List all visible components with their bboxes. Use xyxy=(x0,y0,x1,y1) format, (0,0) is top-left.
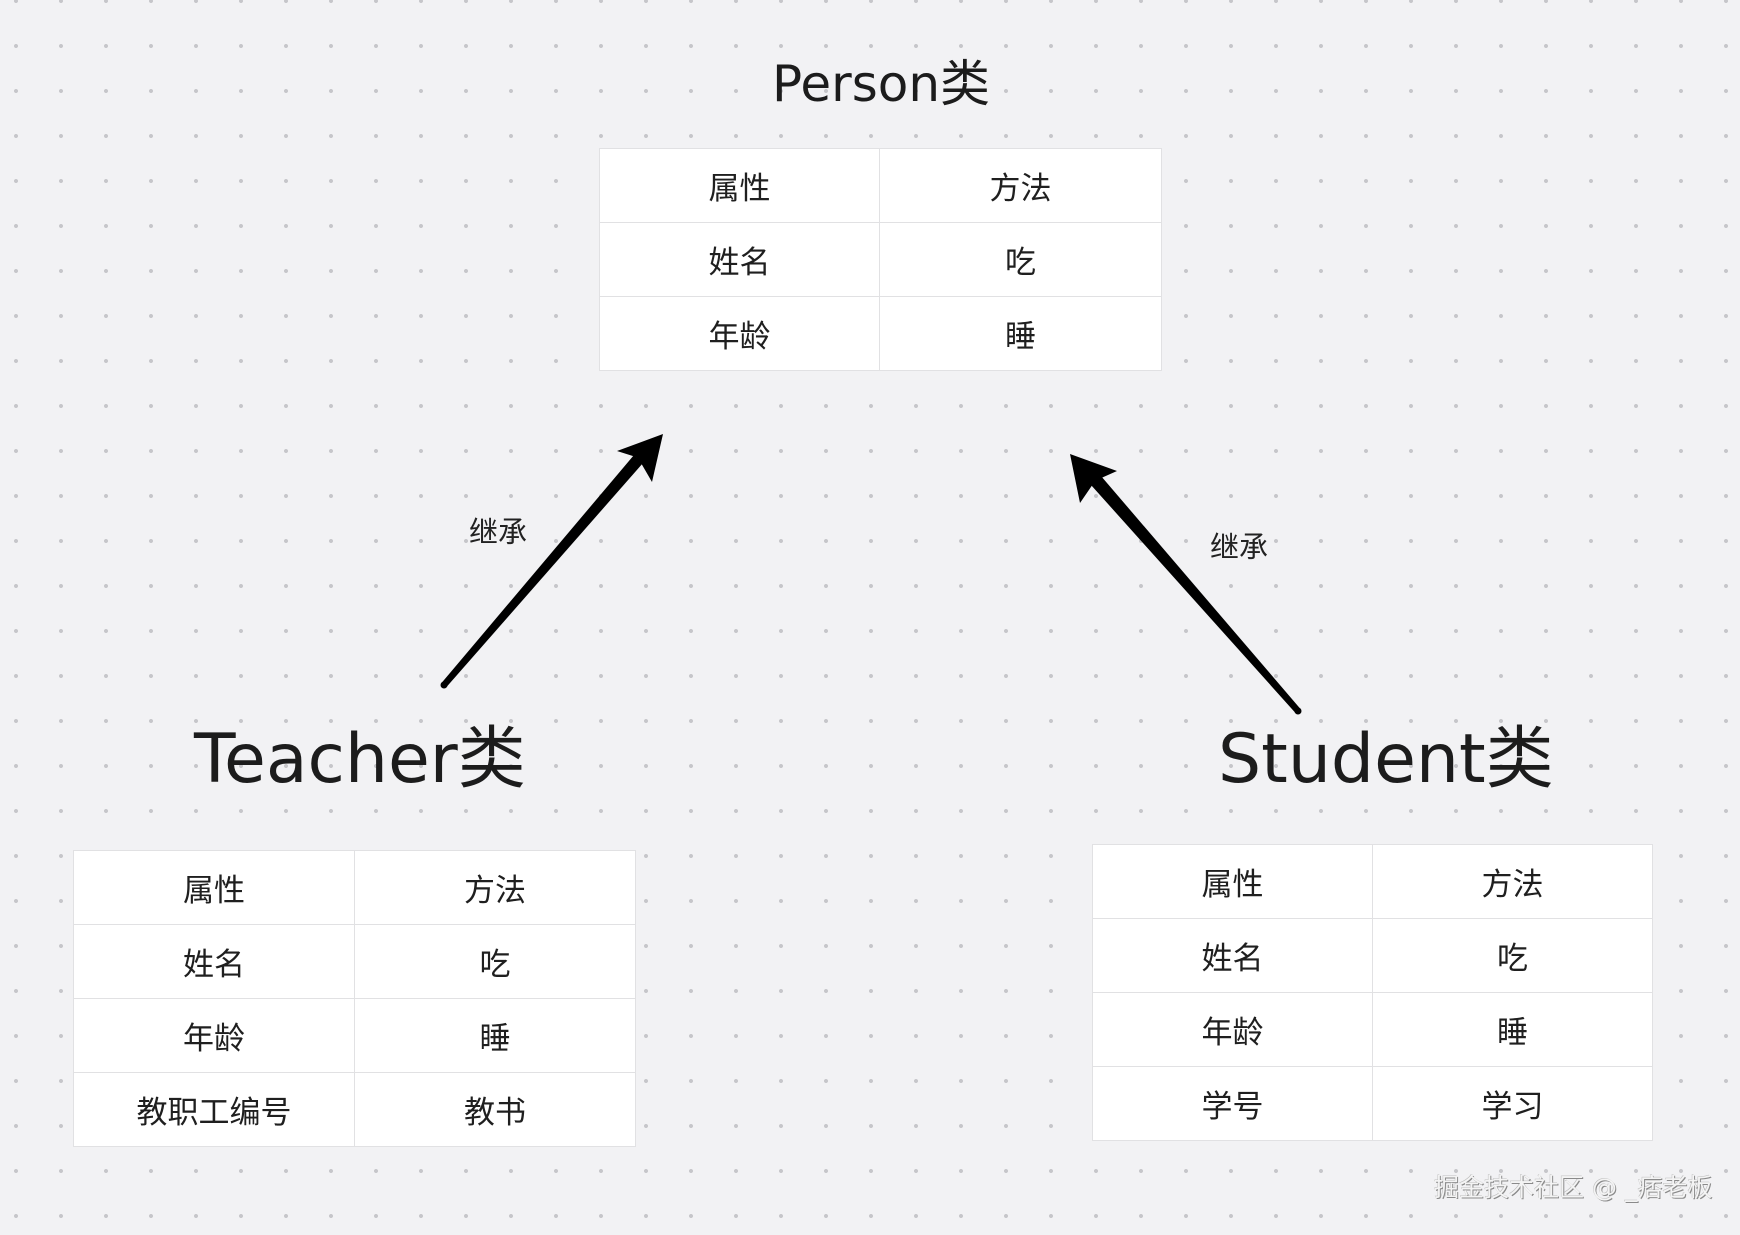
table-header-row: 属性 方法 xyxy=(599,148,1162,223)
table-cell: 年龄 xyxy=(599,296,880,371)
table-header-row: 属性 方法 xyxy=(1092,844,1653,919)
person-class-table: 属性 方法 姓名 吃 年龄 睡 xyxy=(599,148,1162,371)
table-cell: 睡 xyxy=(354,998,636,1073)
table-cell: 吃 xyxy=(354,924,636,999)
table-cell: 姓名 xyxy=(599,222,880,297)
table-cell: 年龄 xyxy=(73,998,355,1073)
table-cell: 属性 xyxy=(1092,844,1373,919)
student-class-title: Student类 xyxy=(1218,720,1554,799)
table-row: 年龄 睡 xyxy=(1092,992,1653,1067)
table-header-row: 属性 方法 xyxy=(73,850,636,925)
table-cell: 属性 xyxy=(599,148,880,223)
table-cell: 教职工编号 xyxy=(73,1072,355,1147)
table-cell: 睡 xyxy=(1372,992,1653,1067)
table-cell: 方法 xyxy=(1372,844,1653,919)
person-class-title: Person类 xyxy=(772,55,991,113)
watermark: 掘金技术社区 @ _痞老板 xyxy=(1434,1173,1713,1202)
student-class-table: 属性 方法 姓名 吃 年龄 睡 学号 学习 xyxy=(1092,844,1653,1141)
table-row: 学号 学习 xyxy=(1092,1066,1653,1141)
table-cell: 睡 xyxy=(879,296,1162,371)
teacher-class-title: Teacher类 xyxy=(194,720,526,799)
table-row: 姓名 吃 xyxy=(599,222,1162,297)
table-cell: 吃 xyxy=(1372,918,1653,993)
table-row: 姓名 吃 xyxy=(73,924,636,999)
table-row: 年龄 睡 xyxy=(73,998,636,1073)
inheritance-label-right: 继承 xyxy=(1210,530,1269,564)
table-cell: 属性 xyxy=(73,850,355,925)
table-cell: 学习 xyxy=(1372,1066,1653,1141)
table-cell: 方法 xyxy=(879,148,1162,223)
table-row: 教职工编号 教书 xyxy=(73,1072,636,1147)
table-cell: 方法 xyxy=(354,850,636,925)
table-cell: 年龄 xyxy=(1092,992,1373,1067)
table-cell: 学号 xyxy=(1092,1066,1373,1141)
table-cell: 吃 xyxy=(879,222,1162,297)
teacher-class-table: 属性 方法 姓名 吃 年龄 睡 教职工编号 教书 xyxy=(73,850,636,1147)
table-row: 姓名 吃 xyxy=(1092,918,1653,993)
table-cell: 姓名 xyxy=(1092,918,1373,993)
arrow-student-to-person xyxy=(1070,454,1302,715)
table-cell: 姓名 xyxy=(73,924,355,999)
table-cell: 教书 xyxy=(354,1072,636,1147)
table-row: 年龄 睡 xyxy=(599,296,1162,371)
arrow-teacher-to-person xyxy=(440,434,663,689)
inheritance-label-left: 继承 xyxy=(469,515,528,549)
